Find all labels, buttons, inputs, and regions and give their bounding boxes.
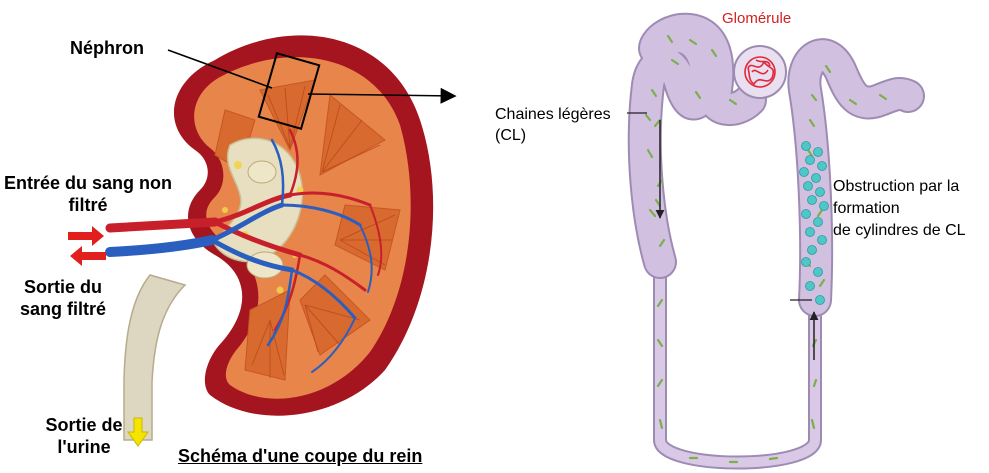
arrow-blood-in	[68, 226, 104, 246]
label-glomerule: Glomérule	[722, 8, 791, 29]
label-obstruction-line1: Obstruction par la	[833, 176, 959, 197]
label-blood-in: Entrée du sang non filtré	[4, 172, 172, 216]
arrow-blood-out	[70, 246, 106, 266]
label-obstruction-line2: formation	[833, 198, 900, 219]
label-obstruction-line3: de cylindres de CL	[833, 220, 966, 241]
diagram-title: Schéma d'une coupe du rein	[178, 445, 422, 467]
nephron-tubule	[627, 30, 908, 463]
label-blood-out: Sortie du sang filtré	[14, 276, 112, 320]
label-light-chains: Chaines légères (CL)	[495, 104, 630, 146]
label-urine-out: Sortie de l'urine	[36, 414, 132, 458]
kidney-cross-section	[68, 35, 455, 446]
label-nephron: Néphron	[70, 37, 144, 59]
ureter	[124, 275, 185, 440]
loop-of-henle	[660, 268, 815, 463]
